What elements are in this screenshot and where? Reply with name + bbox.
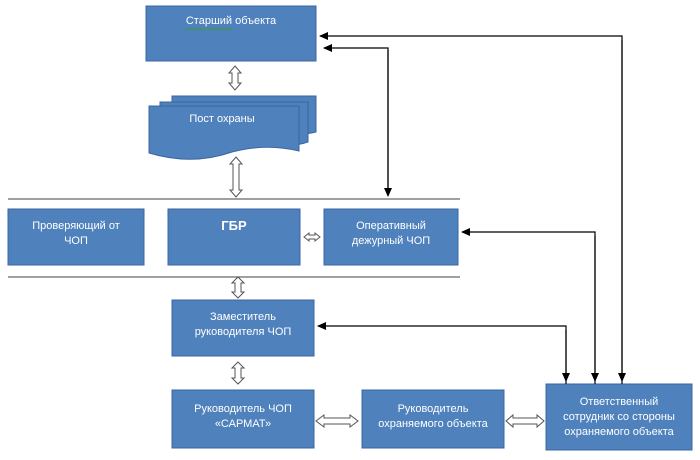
node-head-object: Руководитель охраняемого объекта <box>361 389 505 449</box>
node-responsible: Ответственный сотрудник со стороны охран… <box>545 383 693 451</box>
node-head-object-label-2: охраняемого объекта <box>378 418 488 430</box>
node-deputy-label-1: Заместитель <box>210 311 276 323</box>
link-post-divider <box>228 156 244 198</box>
connector-responsible-duty <box>461 228 596 384</box>
node-head-chop-label-2: «САРМАТ» <box>215 418 271 430</box>
connector-responsible-deputy <box>317 322 567 384</box>
link-gbr-deputy <box>230 276 246 299</box>
link-gbr-duty <box>303 231 321 243</box>
node-head-chop-label-1: Руководитель ЧОП <box>194 403 292 415</box>
node-responsible-label-3: охраняемого объекта <box>564 426 674 438</box>
link-head-chop-head-object <box>315 414 359 428</box>
node-responsible-label-1: Ответственный <box>580 396 659 408</box>
node-deputy-label-2: руководителя ЧОП <box>195 326 292 338</box>
node-inspector-label-1: Проверяющий от <box>32 220 120 232</box>
connector-senior-duty <box>323 44 389 189</box>
node-post-label: Пост охраны <box>189 113 254 125</box>
node-responsible-label-2: сотрудник со стороны <box>563 411 675 423</box>
node-duty-label-1: Оперативный <box>356 220 426 232</box>
node-duty-officer: Оперативный дежурный ЧОП <box>323 208 459 266</box>
node-gbr-label: ГБР <box>221 218 247 233</box>
node-head-object-label-1: Руководитель <box>398 403 469 415</box>
node-senior-label: Старший объекта <box>186 15 277 27</box>
node-duty-label-2: дежурный ЧОП <box>352 235 430 247</box>
node-inspector: Проверяющий от ЧОП <box>7 208 145 266</box>
node-head-chop: Руководитель ЧОП «САРМАТ» <box>171 389 315 449</box>
link-deputy-head-chop <box>230 361 246 385</box>
node-inspector-label-2: ЧОП <box>64 235 88 247</box>
node-deputy: Заместитель руководителя ЧОП <box>171 299 315 357</box>
link-head-object-responsible <box>505 413 545 429</box>
node-gbr: ГБР <box>167 208 301 266</box>
node-senior: Старший объекта <box>145 5 317 62</box>
node-post: Пост охраны <box>148 95 317 160</box>
link-senior-post <box>227 65 243 91</box>
spellcheck-squiggle <box>184 27 234 31</box>
